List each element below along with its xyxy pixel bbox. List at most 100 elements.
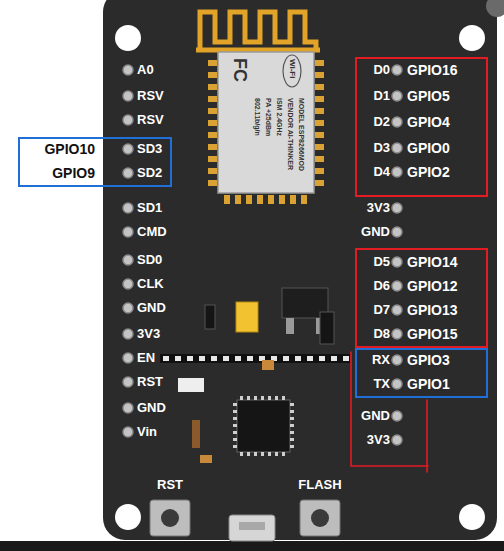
pin-name: SD3 — [137, 141, 162, 157]
mount-hole — [115, 25, 141, 51]
pad — [307, 356, 313, 361]
module-text: ISM 2.4GHz — [275, 98, 284, 136]
chip-pin — [254, 452, 257, 456]
module-pad — [208, 96, 217, 102]
gpio-label: GPIO10 — [44, 141, 95, 157]
pad — [295, 356, 301, 361]
pad — [163, 356, 169, 361]
gpio-label: GPIO13 — [407, 302, 458, 318]
pin-name: CMD — [137, 224, 167, 240]
chip-pin — [233, 438, 237, 441]
gpio-label: GPIO4 — [407, 114, 450, 130]
pin-name: D1 — [373, 88, 390, 104]
pin-name: Vin — [137, 424, 157, 440]
pin-name: 3V3 — [367, 200, 390, 216]
chip-pin — [290, 438, 294, 441]
chip-pin — [261, 396, 264, 400]
header-pin — [123, 65, 133, 75]
header-pins — [123, 65, 402, 445]
smd-part — [192, 420, 200, 448]
pin-name: RSV — [137, 112, 164, 128]
chip-pins — [233, 396, 294, 456]
chip-pin — [290, 410, 294, 413]
chip-pin — [275, 452, 278, 456]
module-pad — [208, 156, 217, 162]
mount-hole — [459, 504, 485, 530]
module-text: 802.11b/g/n — [253, 98, 262, 136]
module-pad — [315, 168, 324, 174]
chip-pin — [247, 396, 250, 400]
header-pin — [392, 411, 402, 421]
pcb — [103, 0, 497, 540]
chip-pin — [290, 403, 294, 406]
regulator-leg — [286, 318, 294, 334]
pin-name: SD0 — [137, 252, 162, 268]
module-pad — [208, 132, 217, 138]
header-pin — [392, 257, 402, 267]
smd-part — [320, 312, 334, 344]
module-pad — [235, 195, 241, 204]
chip-pin — [290, 424, 294, 427]
module-pad — [224, 195, 230, 204]
module-pad — [315, 72, 324, 78]
pin-name: TX — [373, 376, 390, 392]
module-pad — [208, 120, 217, 126]
smd-part — [205, 305, 215, 329]
chip-pin — [233, 445, 237, 448]
pin-name: D5 — [373, 254, 390, 270]
pad — [223, 356, 229, 361]
pin-name: SD1 — [137, 200, 162, 216]
pin-name: D8 — [373, 326, 390, 342]
pin-name: 3V3 — [367, 432, 390, 448]
pin-name: D2 — [373, 114, 390, 130]
pin-name: 3V3 — [137, 326, 160, 342]
button — [150, 500, 190, 536]
capacitor — [236, 302, 258, 332]
highlight-box-red: D0GPIO16D1GPIO5D2GPIO4D3GPIO0D4GPIO2 — [355, 57, 488, 197]
corner-mark — [486, 0, 504, 17]
header-pin — [123, 303, 133, 313]
module-pad — [257, 195, 263, 204]
wifi-mark: Wi-Fi — [287, 59, 297, 78]
header-pin — [123, 227, 133, 237]
header-pin — [392, 281, 402, 291]
header-pin — [123, 91, 133, 101]
module-text: MODEL ESP8266MOD — [297, 98, 306, 171]
highlight-box-blue: GPIO10SD3GPIO9SD2 — [18, 137, 172, 187]
gpio-label: GPIO3 — [407, 352, 450, 368]
pin-name: GND — [137, 300, 166, 316]
chip-pin — [268, 452, 271, 456]
antenna-trace — [196, 12, 320, 50]
pin-name: GND — [361, 224, 390, 240]
header-pin — [123, 279, 133, 289]
header-pin — [123, 353, 133, 363]
header-pin — [123, 427, 133, 437]
header-pin — [123, 144, 133, 154]
gpio-label: GPIO2 — [407, 164, 450, 180]
header-pin — [123, 377, 133, 387]
module-pad — [315, 120, 324, 126]
module-pad — [315, 132, 324, 138]
gpio-label: GPIO12 — [407, 278, 458, 294]
module-pad — [315, 96, 324, 102]
chip-pin — [290, 445, 294, 448]
module-pad — [208, 144, 217, 150]
chip-pin — [268, 396, 271, 400]
pin-name: GND — [137, 400, 166, 416]
module-pad — [208, 72, 217, 78]
header-pin — [392, 167, 402, 177]
pin-name: GND — [361, 408, 390, 424]
header-pin — [392, 91, 402, 101]
mount-hole — [459, 25, 485, 51]
header-pin — [392, 227, 402, 237]
chip-pin — [254, 396, 257, 400]
pin-name: EN — [137, 350, 155, 366]
fcc-mark: FC — [230, 58, 250, 82]
header-pin — [392, 305, 402, 315]
header-pin — [123, 403, 133, 413]
module-pad — [315, 108, 324, 114]
usb-connector — [229, 515, 275, 541]
chip-pin — [261, 452, 264, 456]
chip-pin — [290, 431, 294, 434]
